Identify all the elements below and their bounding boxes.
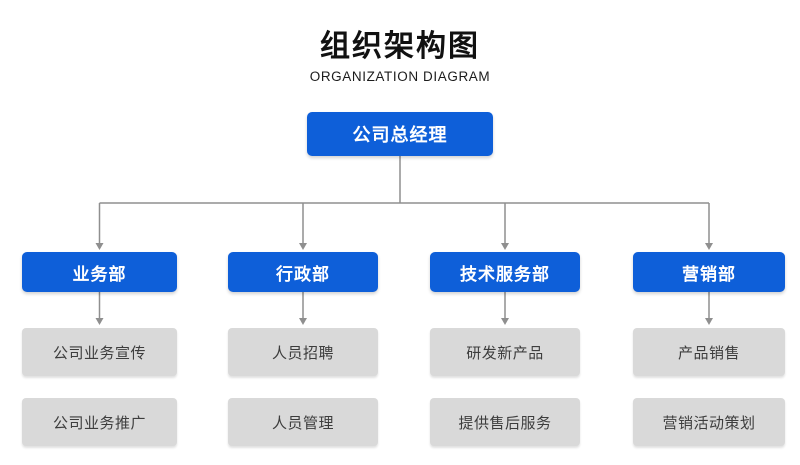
node-function: 提供售后服务 [430,398,580,446]
node-function: 研发新产品 [430,328,580,376]
node-function: 营销活动策划 [633,398,785,446]
arrowheads [95,243,713,325]
chart-header: 组织架构图 ORGANIZATION DIAGRAM [0,30,800,84]
node-function: 人员管理 [228,398,378,446]
node-function: 公司业务推广 [22,398,177,446]
node-function: 人员招聘 [228,328,378,376]
node-tech-service-dept: 技术服务部 [430,252,580,292]
page-subtitle: ORGANIZATION DIAGRAM [309,69,491,84]
node-business-dept: 业务部 [22,252,177,292]
node-function: 产品销售 [633,328,785,376]
node-marketing-dept: 营销部 [633,252,785,292]
node-function: 公司业务宣传 [22,328,177,376]
page-title: 组织架构图 [320,30,480,63]
node-admin-dept: 行政部 [228,252,378,292]
node-general-manager: 公司总经理 [307,112,493,156]
